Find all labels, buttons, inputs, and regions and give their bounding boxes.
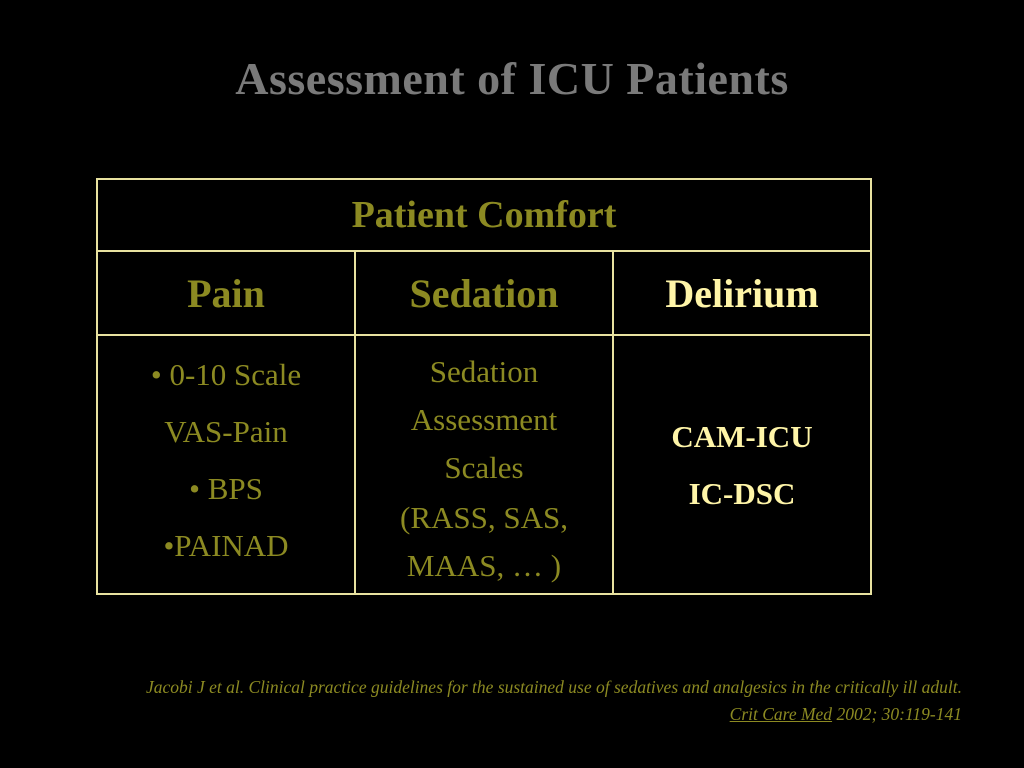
citation-details: 2002; 30:119-141	[832, 704, 962, 724]
citation: Jacobi J et al. Clinical practice guidel…	[62, 674, 962, 728]
slide-title: Assessment of ICU Patients	[235, 53, 789, 104]
sedation-scale-list: Sedation Assessment Scales (RASS, SAS, M…	[356, 336, 612, 590]
delirium-cell: CAM-ICU IC-DSC	[612, 334, 872, 595]
list-item: • 0-10 Scale	[150, 357, 302, 392]
list-item: •PAINAD	[163, 528, 289, 563]
list-item: Assessment	[410, 402, 558, 437]
table-column-header-row: Pain Sedation Delirium	[96, 250, 872, 336]
list-item: VAS-Pain	[164, 414, 288, 449]
citation-line: Jacobi J et al. Clinical practice guidel…	[145, 677, 962, 697]
list-item: IC-DSC	[688, 475, 796, 511]
list-item: CAM-ICU	[671, 418, 813, 454]
list-item: Sedation	[429, 354, 539, 389]
citation-source: Crit Care Med 2002; 30:119-141	[62, 701, 962, 728]
column-header-sedation: Sedation	[354, 250, 614, 336]
list-item: Scales	[444, 450, 524, 485]
column-header-pain: Pain	[96, 250, 356, 336]
pain-cell: • 0-10 Scale VAS-Pain • BPS •PAINAD	[96, 334, 356, 595]
list-item: • BPS	[189, 471, 263, 506]
delirium-tool-list: CAM-ICU IC-DSC	[614, 408, 870, 522]
list-item: (RASS, SAS,	[400, 500, 568, 535]
column-header-delirium: Delirium	[612, 250, 872, 336]
list-item: MAAS, … )	[406, 548, 562, 583]
table-header-row: Patient Comfort	[96, 178, 872, 252]
sedation-cell: Sedation Assessment Scales (RASS, SAS, M…	[354, 334, 614, 595]
journal-link[interactable]: Crit Care Med	[729, 704, 833, 724]
table-header-patient-comfort: Patient Comfort	[96, 178, 872, 252]
pain-scale-list: • 0-10 Scale VAS-Pain • BPS •PAINAD	[98, 336, 354, 574]
patient-comfort-table: Patient Comfort Pain Sedation Delirium •…	[96, 178, 872, 595]
table-row: • 0-10 Scale VAS-Pain • BPS •PAINAD Seda…	[96, 334, 872, 595]
